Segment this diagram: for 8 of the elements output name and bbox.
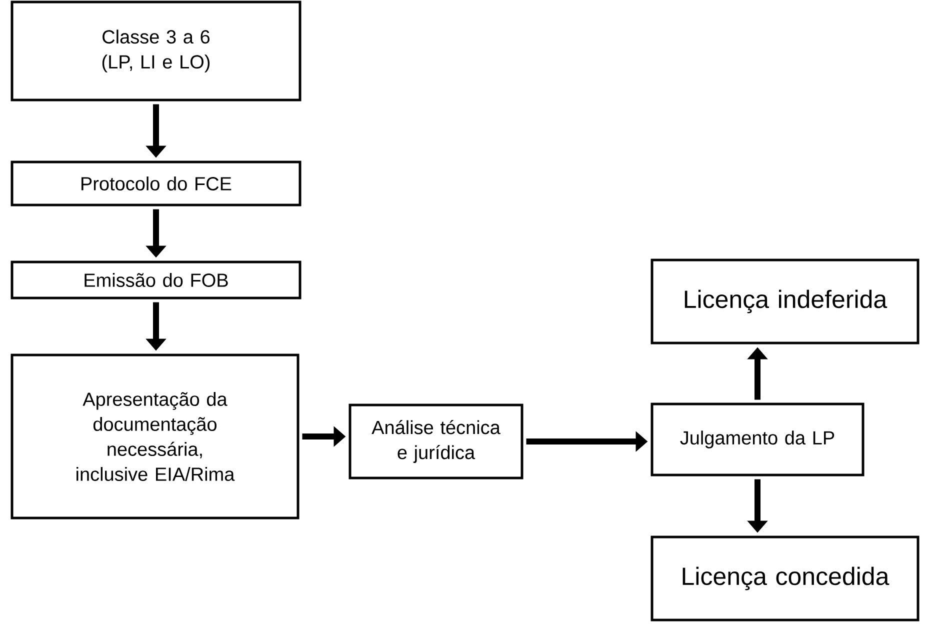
process-box: Protocolo do FCE (10, 160, 302, 206)
process-box: Julgamento da LP (650, 402, 864, 476)
process-box: Emissão do FOB (10, 260, 302, 300)
process-box: Análise técnica e jurídica (348, 404, 524, 480)
process-box: Licença concedida (650, 536, 920, 622)
process-box: Classe 3 a 6 (LP, LI e LO) (10, 0, 302, 102)
process-box: Licença indeferida (650, 258, 920, 344)
process-box: Apresentação da documentação necessária, inclusive EIA/Rima (10, 354, 300, 520)
